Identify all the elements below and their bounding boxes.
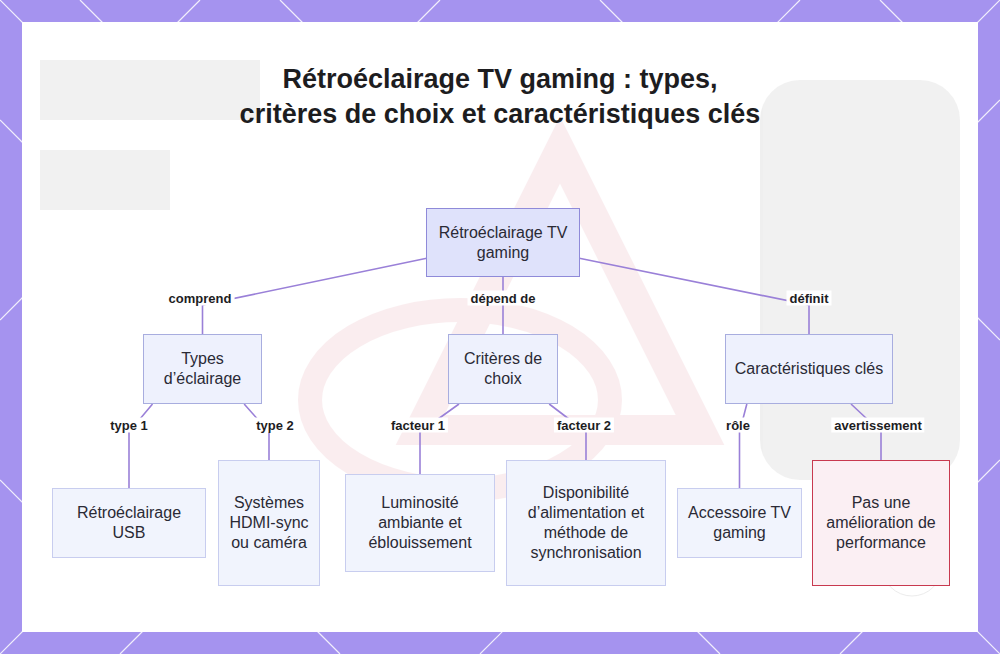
concept-box: Accessoire TV gaming (677, 488, 802, 558)
node-text: Disponibilité d’alimentation et méthode … (515, 483, 657, 563)
edge-label: type 2 (253, 418, 297, 433)
edge-label: rôle (723, 418, 753, 433)
edge-label: type 1 (107, 418, 151, 433)
concept-box: Luminosité ambiante et éblouissement (345, 474, 495, 572)
concept-box: Disponibilité d’alimentation et méthode … (506, 460, 666, 586)
edge-label: facteur 1 (388, 418, 448, 433)
concept-box: Types d’éclairage (143, 334, 262, 404)
node-text: Types d’éclairage (152, 349, 253, 389)
connector-line (203, 258, 430, 334)
node-text: Rétroéclairage TV gaming (435, 223, 571, 263)
node-text: Pas une amélioration de performance (821, 493, 941, 553)
node-text: Critères de choix (457, 349, 549, 389)
diagram-title: Rétroéclairage TV gaming : types, critèr… (230, 62, 770, 132)
edge-label: avertissement (831, 418, 924, 433)
edge-label: définit (787, 291, 832, 306)
connector-line (502, 277, 504, 334)
edge-label: comprend (166, 291, 235, 306)
node-text: Accessoire TV gaming (686, 503, 793, 543)
edge-label: facteur 2 (554, 418, 614, 433)
node-text: Luminosité ambiante et éblouissement (354, 493, 486, 553)
concept-box: Critères de choix (448, 334, 558, 404)
concept-box: Systèmes HDMI-sync ou caméra (218, 460, 320, 586)
edge-label: dépend de (467, 291, 538, 306)
connector-line (420, 404, 459, 474)
connector-line (577, 258, 809, 334)
node-text: Rétroéclairage USB (61, 503, 197, 543)
node-text: Caractéristiques clés (735, 359, 884, 379)
concept-box: Caractéristiques clés (725, 334, 893, 404)
warning-box: Pas une amélioration de performance (812, 460, 950, 586)
node-text: Systèmes HDMI-sync ou caméra (227, 493, 311, 553)
concept-box: Rétroéclairage TV gaming (426, 208, 580, 277)
concept-box: Rétroéclairage USB (52, 488, 206, 558)
